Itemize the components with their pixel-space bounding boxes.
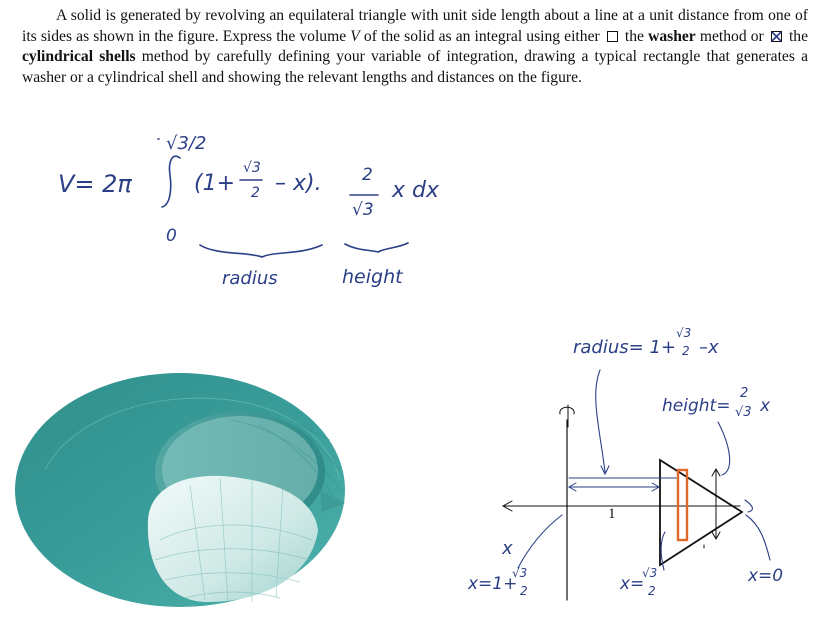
shells-label: cylindrical shells [22, 48, 136, 65]
radius-sqrt3: √3 [676, 326, 692, 340]
unit-label: 1 [608, 506, 616, 522]
radius-tail: –x [699, 337, 719, 358]
height-annotation: height= [662, 396, 731, 416]
rotation-arrow-icon [559, 404, 575, 428]
frac-numerator: √3 [243, 160, 261, 176]
integral-marks [157, 138, 409, 258]
tri-pointer [744, 499, 753, 513]
washer-checkbox[interactable] [606, 30, 618, 42]
torus-image [15, 373, 345, 607]
height-denominator: √3 [352, 200, 374, 220]
x-mid-two: 2 [648, 584, 656, 598]
height-tail: x dx [392, 178, 439, 203]
xzero-pointer [745, 514, 771, 561]
x-mid-annotation: x= [620, 574, 645, 594]
height-two: 2 [740, 386, 749, 401]
triangle [659, 458, 744, 567]
upper-limit: √3/2 [166, 133, 207, 154]
x-mid-sqrt3: √3 [642, 566, 658, 580]
integrand-open: (1+ [194, 171, 236, 196]
height-numerator: 2 [362, 165, 373, 185]
shell-rectangle [676, 468, 689, 542]
radius-label: radius [222, 268, 278, 289]
axis-pointer [517, 514, 563, 569]
x-axis-two: 2 [520, 584, 528, 598]
height-pointer [717, 421, 731, 476]
frac-denominator: 2 [251, 185, 260, 201]
problem-statement: A solid is generated by revolving an equ… [22, 7, 809, 86]
washer-label: washer [648, 27, 696, 45]
height-label: height [342, 266, 403, 288]
radius-underbrace [199, 244, 323, 258]
xmid-pointer [660, 531, 666, 571]
radius-pointer [595, 369, 606, 473]
integrand-close: – x). [275, 171, 322, 196]
height-underbrace [344, 242, 409, 253]
shells-checkbox-checked[interactable] [770, 30, 782, 42]
volume-lhs: V= 2π [58, 170, 132, 198]
radius-annotation: radius= 1+ [573, 337, 676, 358]
var-v: V [350, 27, 360, 45]
x-axis-sqrt3: √3 [512, 566, 528, 580]
cross-section-diagram [501, 369, 771, 601]
x-axis-annotation: x=1+ [468, 574, 518, 594]
integral-sign [161, 155, 181, 208]
x-axis-arrow-icon [501, 500, 513, 512]
lower-limit: 0 [166, 226, 177, 246]
height-sqrt3: √3 [735, 405, 752, 420]
radius-two: 2 [682, 344, 690, 358]
axis-x-label: x [502, 538, 513, 559]
x-zero-annotation: x=0 [748, 566, 784, 586]
height-tail-x: x [760, 396, 771, 416]
